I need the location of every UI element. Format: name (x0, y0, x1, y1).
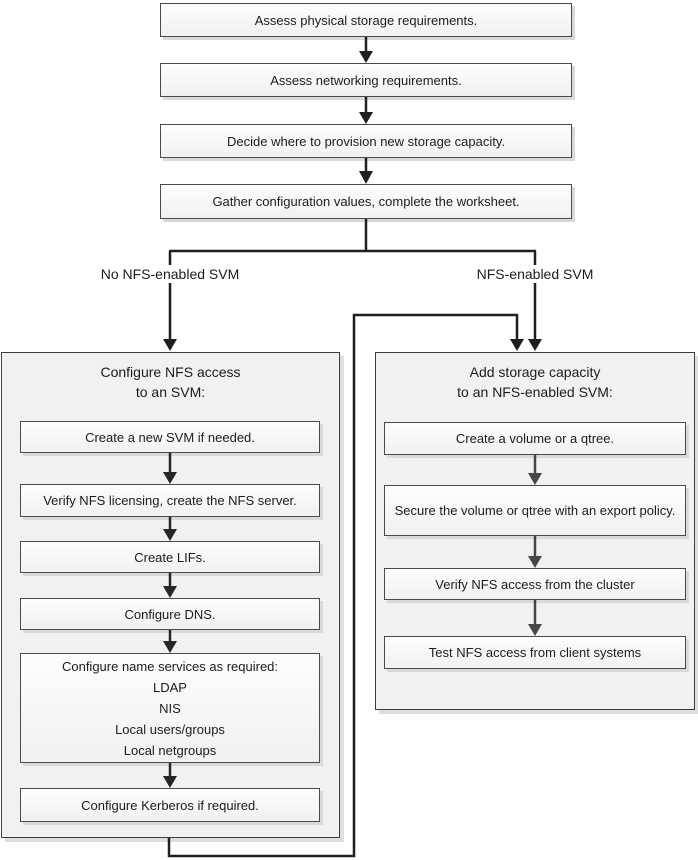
step-assess-physical-storage: Assess physical storage requirements. (160, 3, 572, 37)
step-configure-dns: Configure DNS. (20, 598, 320, 630)
step-assess-networking: Assess networking requirements. (160, 63, 572, 97)
step-decide-provision-location: Decide where to provision new storage ca… (160, 124, 572, 158)
arrowhead-branch-right (528, 339, 542, 351)
step-test-nfs-access-clients: Test NFS access from client systems (384, 636, 686, 669)
step-create-lifs: Create LIFs. (20, 541, 320, 573)
step-configure-name-services: Configure name services as required: LDA… (20, 653, 320, 763)
arrowhead-loop (510, 339, 524, 351)
group-configure-nfs-access-title: Configure NFS access to an SVM: (100, 364, 241, 400)
group-add-storage-capacity-title: Add storage capacity to an NFS-enabled S… (457, 364, 613, 400)
branch-label-no-nfs-enabled-svm: No NFS-enabled SVM (70, 265, 270, 283)
arrowhead-branch-left (163, 339, 177, 351)
step-create-new-svm: Create a new SVM if needed. (20, 421, 320, 453)
arrowhead-step1-step2 (359, 51, 373, 63)
step-create-volume-or-qtree: Create a volume or a qtree. (384, 422, 686, 455)
step-gather-configuration-values: Gather configuration values, complete th… (160, 184, 572, 219)
step-verify-nfs-access-cluster: Verify NFS access from the cluster (384, 568, 686, 600)
arrowhead-step3-step4 (359, 171, 373, 184)
step-secure-volume-export-policy: Secure the volume or qtree with an expor… (384, 485, 686, 536)
step-verify-nfs-licensing: Verify NFS licensing, create the NFS ser… (20, 484, 320, 517)
arrowhead-step2-step3 (359, 112, 373, 124)
step-configure-kerberos: Configure Kerberos if required. (20, 788, 320, 822)
branch-label-nfs-enabled-svm: NFS-enabled SVM (437, 265, 633, 283)
